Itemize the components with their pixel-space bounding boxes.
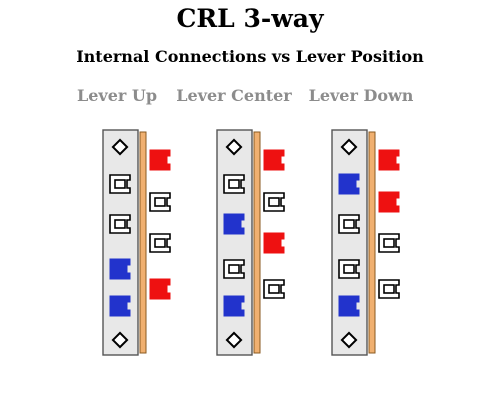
lever-down-left-terminal-3 bbox=[338, 214, 360, 234]
lever-up-right-terminal-3 bbox=[149, 233, 171, 253]
lever-center-right-terminal-1 bbox=[263, 149, 285, 171]
lever-center-left-terminal-3 bbox=[223, 213, 245, 235]
lever-up-right-terminal-2 bbox=[149, 192, 171, 212]
switch-body-lever-center bbox=[216, 129, 253, 356]
lever-down-right-terminal-3 bbox=[378, 233, 400, 253]
lever-down-left-terminal-6 bbox=[340, 331, 358, 349]
label-lever-down: Lever Down bbox=[308, 86, 414, 105]
lever-down-left-terminal-1 bbox=[340, 138, 358, 156]
lever-center-left-terminal-2 bbox=[223, 174, 245, 194]
diagram-title: CRL 3-way bbox=[176, 4, 324, 33]
lever-up-left-terminal-6 bbox=[111, 331, 129, 349]
actuator-bar-lever-down bbox=[368, 131, 376, 354]
lever-up-right-terminal-4 bbox=[149, 278, 171, 300]
lever-up-left-terminal-2 bbox=[109, 174, 131, 194]
lever-down-left-terminal-4 bbox=[338, 259, 360, 279]
lever-down-left-terminal-2 bbox=[338, 173, 360, 195]
lever-up-right-terminal-1 bbox=[149, 149, 171, 171]
diagram-subtitle: Internal Connections vs Lever Position bbox=[76, 47, 424, 66]
actuator-bar-lever-up bbox=[139, 131, 147, 354]
label-lever-center: Lever Center bbox=[176, 86, 292, 105]
lever-down-right-terminal-4 bbox=[378, 279, 400, 299]
actuator-bar-lever-center bbox=[253, 131, 261, 354]
lever-center-right-terminal-2 bbox=[263, 192, 285, 212]
switch-lever-up bbox=[102, 129, 171, 356]
switch-lever-center bbox=[216, 129, 285, 356]
switch-lever-down bbox=[331, 129, 400, 356]
lever-center-left-terminal-6 bbox=[225, 331, 243, 349]
lever-center-left-terminal-4 bbox=[223, 259, 245, 279]
lever-center-right-terminal-3 bbox=[263, 232, 285, 254]
lever-center-left-terminal-1 bbox=[225, 138, 243, 156]
lever-down-right-terminal-1 bbox=[378, 149, 400, 171]
lever-up-left-terminal-3 bbox=[109, 214, 131, 234]
lever-up-left-terminal-5 bbox=[109, 295, 131, 317]
label-lever-up: Lever Up bbox=[76, 86, 158, 105]
lever-down-right-terminal-2 bbox=[378, 191, 400, 213]
lever-center-right-terminal-4 bbox=[263, 279, 285, 299]
switch-body-lever-up bbox=[102, 129, 139, 356]
switch-body-lever-down bbox=[331, 129, 368, 356]
lever-up-left-terminal-4 bbox=[109, 258, 131, 280]
lever-up-left-terminal-1 bbox=[111, 138, 129, 156]
lever-down-left-terminal-5 bbox=[338, 295, 360, 317]
lever-center-left-terminal-5 bbox=[223, 295, 245, 317]
